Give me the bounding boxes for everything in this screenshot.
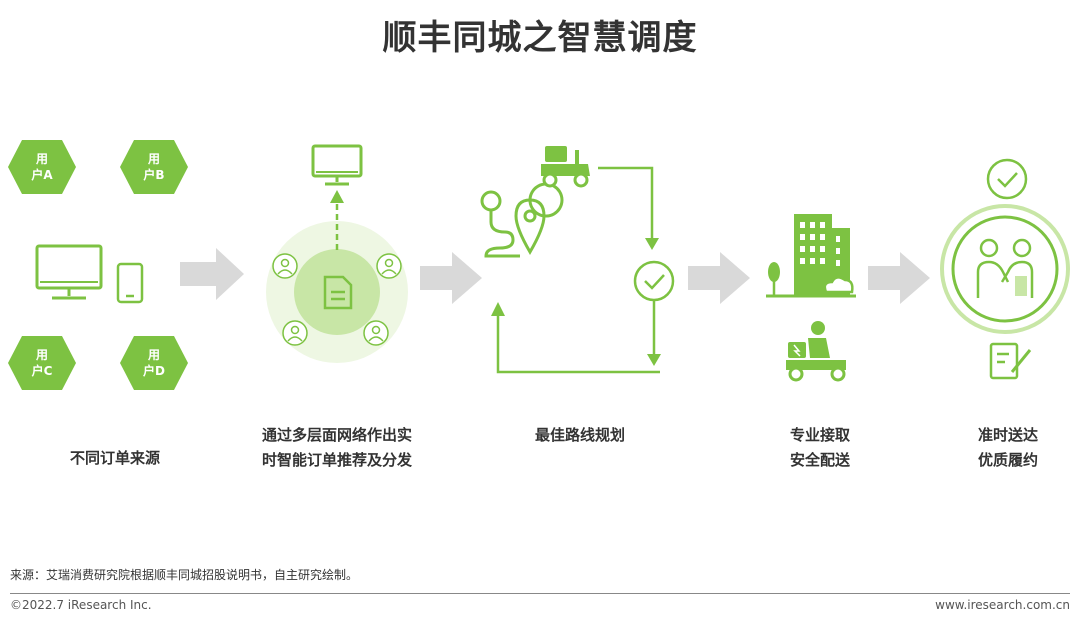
route-arrowhead-down-1: [645, 238, 659, 250]
route-line-top: [598, 166, 654, 240]
handshake-inner-circle: [951, 215, 1059, 323]
handshake-icon: [976, 238, 1034, 298]
document-icon: [323, 275, 353, 310]
user-b-hexagon: [120, 140, 188, 194]
building-icon: [766, 214, 856, 298]
confirm-check-circle: [986, 158, 1028, 200]
confirm-check-icon: [997, 172, 1018, 188]
flow-arrow-4: [868, 252, 930, 304]
source-note: 来源：艾瑞消费研究院根据顺丰同城招股说明书，自主研究绘制。: [10, 568, 359, 582]
node-user-icon-4: [363, 320, 389, 346]
page-title: 顺丰同城之智慧调度: [382, 18, 698, 58]
step-caption-route-planning: 最佳路线规划: [534, 426, 625, 444]
desktop-icon: [35, 244, 103, 300]
node-user-icon-3: [282, 320, 308, 346]
courier-scooter-icon: [786, 321, 846, 382]
document-edit-icon: [989, 342, 1032, 380]
flow-arrow-3: [688, 252, 750, 304]
user-c-hexagon: [8, 336, 76, 390]
user-a-label: 用户A: [31, 152, 53, 182]
node-user-icon-1: [272, 253, 298, 279]
flow-arrow-1: [180, 248, 244, 300]
copyright-text: ©2022.7 iResearch Inc.: [10, 598, 152, 612]
user-a-hexagon: [8, 140, 76, 194]
step-caption-smart-dispatch: 通过多层面网络作出实时智能订单推荐及分发: [261, 426, 412, 469]
route-check-icon: [644, 274, 665, 290]
footer-divider: [10, 593, 1070, 594]
user-c-label: 用户C: [31, 348, 53, 378]
user-d-label: 用户D: [143, 348, 165, 378]
dispatch-arrowhead: [330, 190, 344, 203]
scooter-icon: [541, 146, 590, 188]
user-b-label: 用户B: [143, 152, 165, 182]
route-line-bottom: [496, 314, 660, 374]
route-check-circle: [633, 260, 675, 302]
flow-arrow-2: [420, 252, 482, 304]
step-caption-on-time: 准时送达优质履约: [977, 426, 1038, 469]
route-arrowhead-up: [491, 302, 505, 316]
step-caption-safe-delivery: 专业接取安全配送: [789, 426, 850, 469]
phone-icon: [116, 262, 144, 304]
step-caption-order-sources: 不同订单来源: [69, 449, 160, 467]
node-user-icon-2: [376, 253, 402, 279]
route-arrowhead-down-2: [647, 354, 661, 366]
user-d-hexagon: [120, 336, 188, 390]
route-map-icon: [480, 182, 564, 258]
website-link[interactable]: www.iresearch.com.cn: [935, 598, 1070, 612]
monitor-icon: [311, 144, 363, 186]
